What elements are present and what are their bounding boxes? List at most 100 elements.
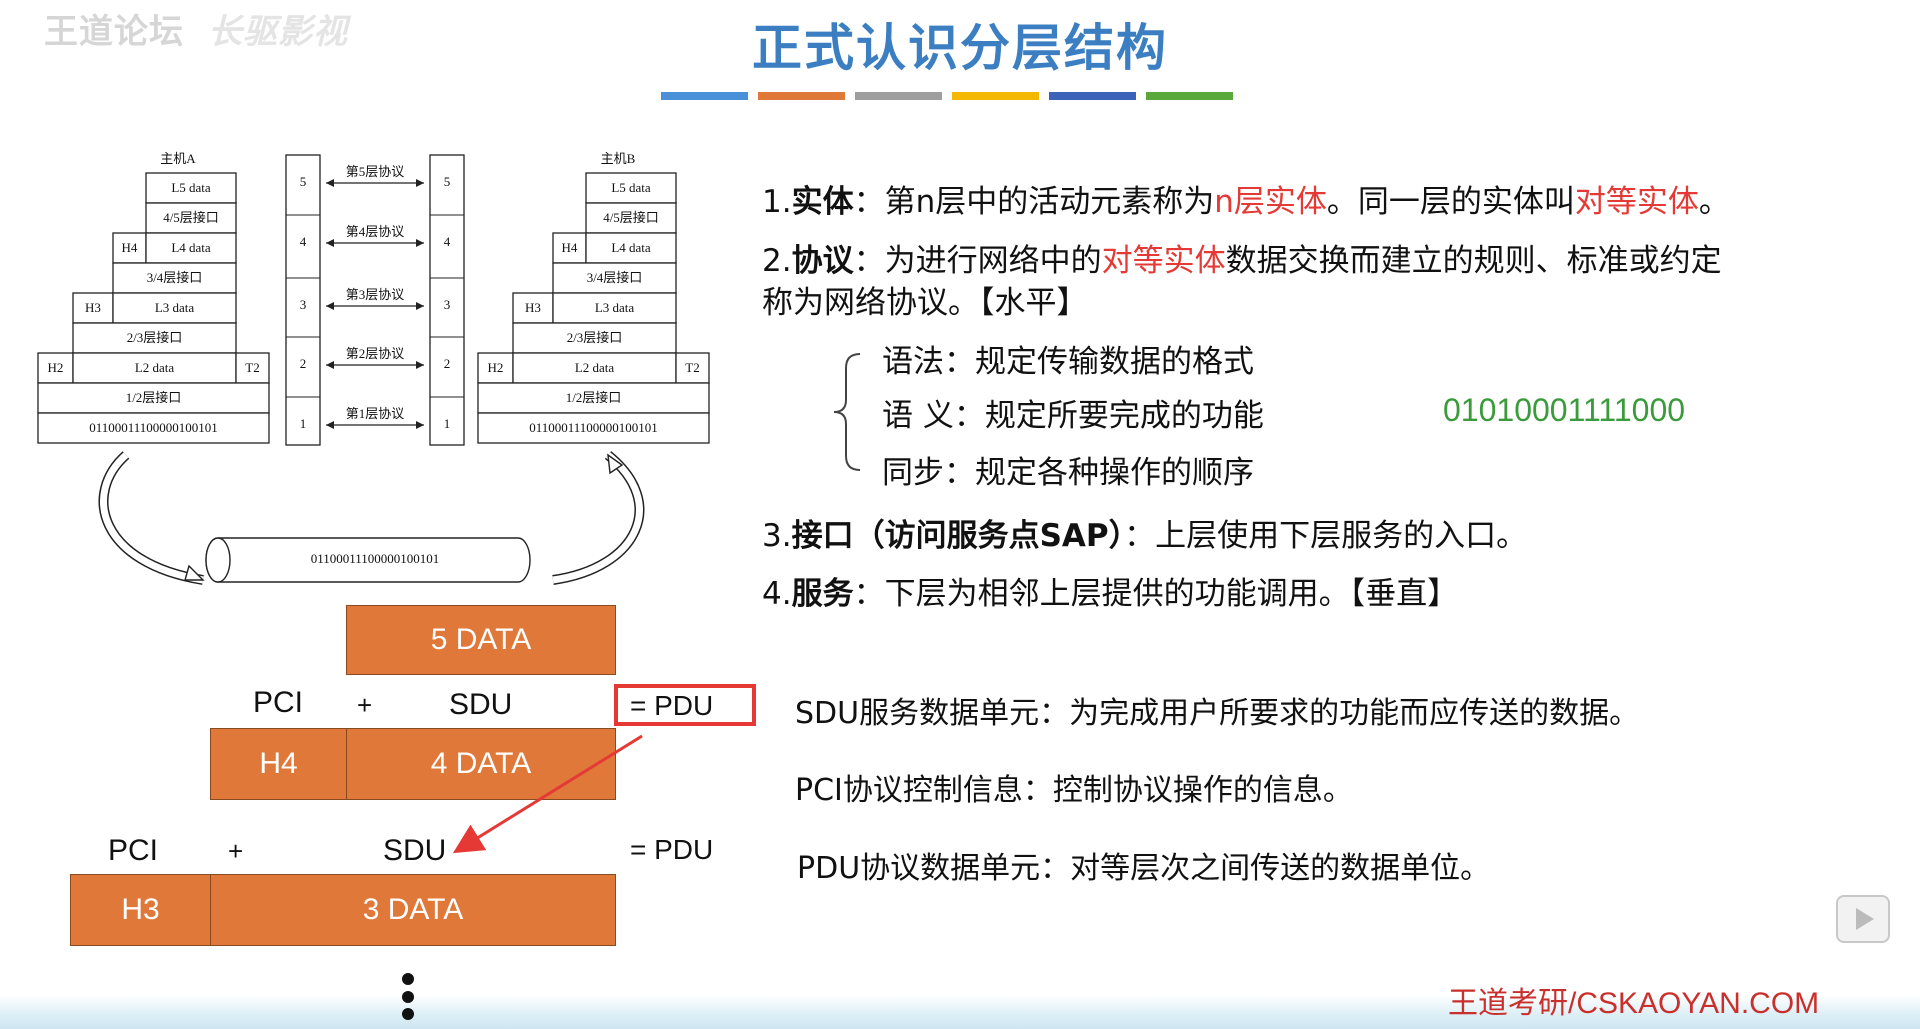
service-definition: 4.服务：下层为相邻上层提供的功能调用。【垂直】	[762, 576, 1459, 612]
layer-number: 5	[300, 174, 307, 189]
diagram-label: H4	[562, 240, 578, 255]
diagram-cell	[585, 172, 677, 204]
pdu-label: = PDU	[630, 690, 714, 721]
annotation-arrow	[402, 734, 643, 1020]
diagram-label: 0110001110000010010​1	[529, 420, 658, 435]
diagram-cell	[37, 412, 270, 444]
entity-definition: 1.实体：第n层中的活动元素称为n层实体。同一层的实体叫对等实体。	[762, 184, 1730, 220]
watermark: 王道论坛长驱影视	[44, 12, 348, 52]
diagram-label: T2	[245, 360, 259, 375]
transmission-arrow	[552, 452, 643, 584]
data5-box: 5 DATA	[346, 605, 616, 675]
protocol-label: 第1层协议	[346, 406, 405, 421]
diagram-label: L2 data	[135, 360, 175, 375]
bottom-wave	[0, 995, 1920, 1029]
title-bar-segment	[1146, 92, 1233, 100]
pdu-definition: PDU协议数据单元：对等层次之间传送的数据单位。	[797, 851, 1491, 886]
diagram-label: H3	[525, 300, 541, 315]
arrow-head	[416, 361, 424, 369]
host-label: 主机B	[601, 151, 636, 166]
diagram-label: 3/4层接口	[147, 270, 203, 285]
diagram-cell	[512, 322, 677, 354]
layer-number: 4	[444, 234, 451, 249]
diagram-cell	[675, 352, 710, 384]
pci-label: PCI	[253, 686, 304, 719]
layer-number: 3	[300, 297, 307, 312]
diagram-cell	[585, 232, 677, 264]
ellipsis-dot	[402, 973, 414, 985]
layer-number: 1	[300, 416, 307, 431]
layer-number: 4	[300, 234, 307, 249]
plus-label: +	[357, 690, 373, 720]
layer-number: 2	[444, 356, 451, 371]
diagram-label: 3/4层接口	[587, 270, 643, 285]
protocol-label: 第4层协议	[346, 224, 405, 239]
h3-box: H3	[70, 874, 211, 946]
layer-number: 5	[444, 174, 451, 189]
title-bar-segment	[1049, 92, 1136, 100]
diagram-cell	[112, 292, 237, 324]
diagram-cell	[145, 172, 237, 204]
diagram-label: 1/2层接口	[566, 390, 622, 405]
transmission-arrow	[98, 451, 204, 585]
layer-number: 2	[300, 356, 307, 371]
title-bar-segment	[661, 92, 748, 100]
diagram-label: L3 data	[595, 300, 635, 315]
arrow-head	[326, 361, 334, 369]
arrow-head	[416, 239, 424, 247]
diagram-label: 2/3层接口	[567, 330, 623, 345]
footer-brand: 王道考研/CSKAOYAN.COM	[1448, 987, 1820, 1020]
plus-label-2: +	[228, 836, 244, 866]
curly-brace	[833, 353, 861, 471]
title-bar-segment	[855, 92, 942, 100]
diagram-label: L3 data	[155, 300, 195, 315]
pci-label-2: PCI	[108, 834, 159, 867]
diagram-label: H2	[488, 360, 504, 375]
pci-definition: PCI协议控制信息：控制协议操作的信息。	[795, 773, 1353, 808]
bit-string: 01010001111000	[1443, 392, 1686, 428]
sync-item: 同步：规定各种操作的顺序	[882, 455, 1254, 491]
diagram-cell	[552, 262, 677, 294]
diagram-label: L5 data	[171, 180, 211, 195]
diagram-cell	[552, 232, 587, 264]
arrow-head	[416, 179, 424, 187]
diagram-cell	[37, 352, 74, 384]
diagram-label: L5 data	[611, 180, 651, 195]
arrow-head	[184, 564, 205, 581]
ellipsis-dot	[402, 991, 414, 1003]
semantics-item: 语 义：规定所要完成的功能	[882, 398, 1264, 434]
host-label: 主机A	[160, 151, 196, 166]
title-bar-segment	[952, 92, 1039, 100]
diagram-label: L4 data	[171, 240, 211, 255]
arrow-head	[326, 421, 334, 429]
title-color-bar	[661, 92, 1233, 100]
layer-number: 3	[444, 297, 451, 312]
protocol-definition-line2: 称为网络协议。【水平】	[762, 285, 1088, 321]
diagram-label: H2	[48, 360, 64, 375]
syntax-item: 语法：规定传输数据的格式	[882, 344, 1254, 380]
diagram-cell	[235, 352, 270, 384]
ellipsis-dot	[402, 1008, 414, 1020]
diagram-cell	[477, 412, 710, 444]
diagram-cell	[72, 322, 237, 354]
diagram-label: H3	[85, 300, 101, 315]
diagram-label: 2/3层接口	[127, 330, 183, 345]
title-bar-segment	[758, 92, 845, 100]
diagram-label: L2 data	[575, 360, 615, 375]
sdu-label-2: SDU	[383, 834, 447, 867]
play-icon[interactable]	[1836, 895, 1890, 943]
h4-box: H4	[210, 728, 347, 800]
sdu-label: SDU	[449, 688, 513, 721]
diagram-label: 0110001110000010010​1	[89, 420, 218, 435]
diagram-label: T2	[685, 360, 699, 375]
cable-cap	[205, 537, 231, 583]
diagram-label: 1/2层接口	[126, 390, 182, 405]
arrow-head	[607, 453, 624, 475]
transmission-arrow	[100, 452, 204, 584]
cable-bits: 0110001110000010010​1	[311, 551, 440, 566]
diagram-label: L4 data	[611, 240, 651, 255]
pdu-label-2: = PDU	[630, 834, 714, 865]
data3-box: 3 DATA	[210, 874, 616, 946]
arrow-head	[416, 421, 424, 429]
diagram-cell	[585, 202, 677, 234]
